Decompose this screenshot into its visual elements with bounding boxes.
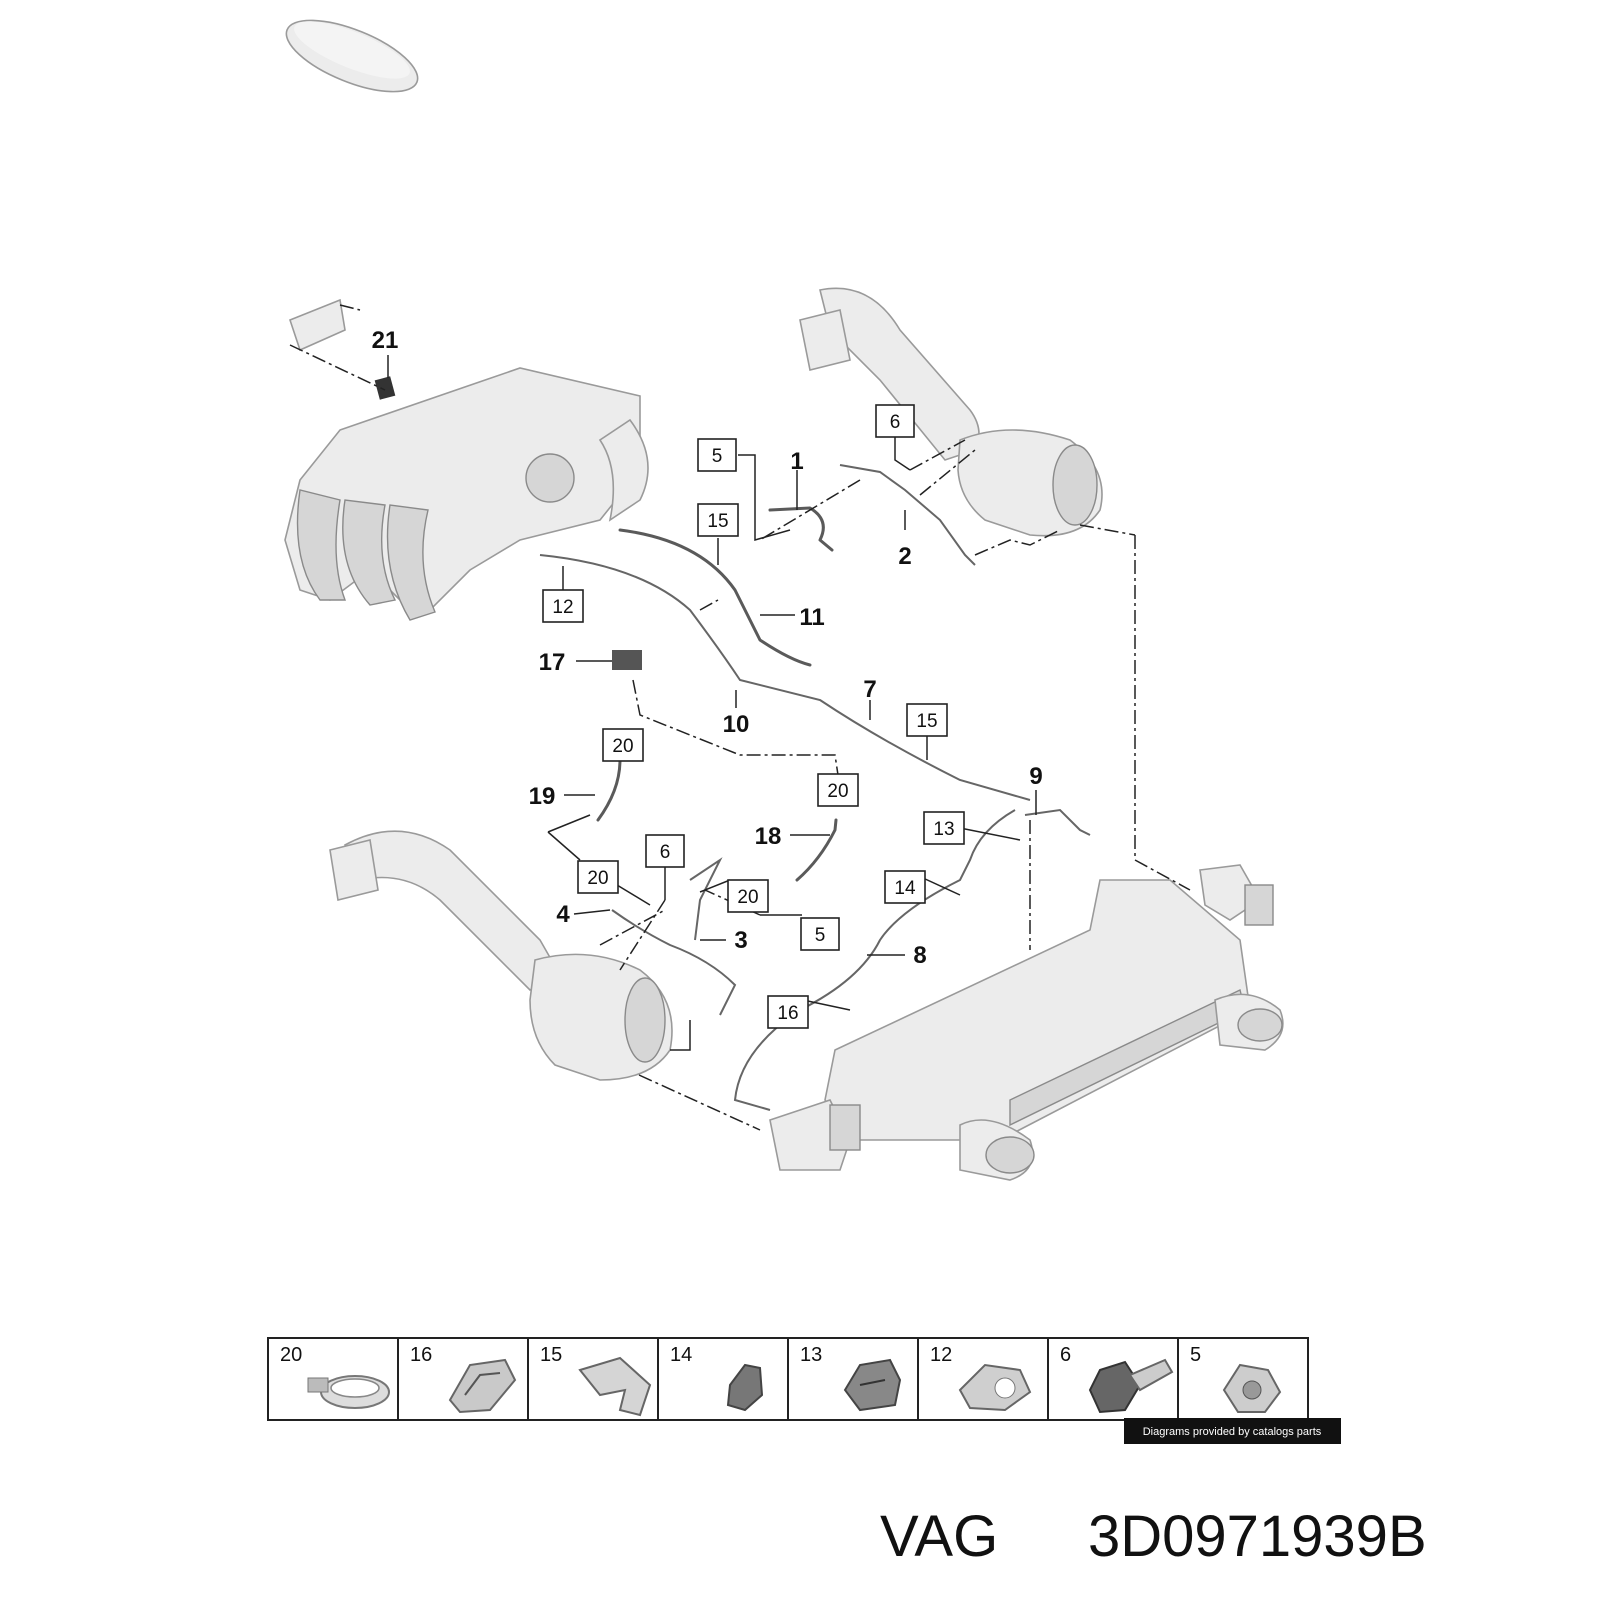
legend-num-6: 6 — [1060, 1344, 1071, 1366]
callout-17: 17 — [539, 649, 566, 676]
boxed-callout-6a: 6 — [875, 404, 915, 438]
boxed-callout-15a: 15 — [697, 503, 739, 537]
stud-bolt-icon — [1088, 1358, 1174, 1414]
legend-num-5: 5 — [1190, 1344, 1201, 1366]
svg-text:20: 20 — [587, 868, 608, 889]
svg-text:15: 15 — [916, 711, 937, 732]
callout-7: 7 — [863, 676, 876, 703]
boxed-callouts: 5 6 15 12 15 20 20 13 6 20 20 14 5 16 — [542, 404, 965, 1029]
boxed-callout-16: 16 — [767, 995, 809, 1029]
boxed-callout-5b: 5 — [800, 917, 840, 951]
callout-9: 9 — [1029, 763, 1042, 790]
part-number-text: 3D0971939B — [1088, 1504, 1427, 1569]
part-number-caption: VAG 3D0971939B — [880, 1504, 1427, 1569]
sensor-lines — [539, 464, 1091, 1111]
svg-text:16: 16 — [777, 1003, 798, 1024]
boxed-callout-14: 14 — [884, 870, 926, 904]
svg-text:Diagrams provided by catalogs: Diagrams provided by catalogs parts — [1143, 1426, 1322, 1438]
legend-strip: 20 16 15 14 13 12 6 5 — [267, 1337, 1309, 1421]
svg-text:5: 5 — [712, 446, 723, 467]
svg-text:6: 6 — [890, 412, 901, 433]
brand-text: VAG — [880, 1504, 998, 1569]
bracket-clip-icon — [578, 1356, 652, 1417]
legend-num-12: 12 — [930, 1344, 952, 1366]
svg-text:5: 5 — [815, 925, 826, 946]
legend-num-13: 13 — [800, 1344, 822, 1366]
callout-19: 19 — [529, 783, 556, 810]
boxed-callout-20a: 20 — [602, 728, 644, 762]
callout-1: 1 — [790, 448, 803, 475]
legend-num-20: 20 — [280, 1344, 302, 1366]
legend-num-16: 16 — [410, 1344, 432, 1366]
svg-text:14: 14 — [894, 878, 916, 899]
callout-18: 18 — [755, 823, 782, 850]
svg-text:20: 20 — [612, 736, 633, 757]
legend-num-15: 15 — [540, 1344, 562, 1366]
upper-catalyst-part — [799, 287, 1103, 537]
boxed-callout-15b: 15 — [906, 703, 948, 737]
boxed-callout-6b: 6 — [645, 834, 685, 868]
hex-nut-icon — [1222, 1363, 1282, 1413]
svg-text:13: 13 — [933, 819, 954, 840]
credit-banner: Diagrams provided by catalogs parts — [1124, 1418, 1341, 1444]
hose-clamp-icon — [307, 1375, 390, 1409]
double-clip-icon — [843, 1358, 902, 1412]
svg-text:20: 20 — [737, 887, 758, 908]
lower-catalyst-part — [329, 830, 673, 1081]
boxed-callout-5a: 5 — [697, 438, 737, 472]
callout-8: 8 — [913, 942, 926, 969]
svg-text:12: 12 — [552, 597, 573, 618]
callout-2: 2 — [898, 543, 911, 570]
callout-3: 3 — [734, 927, 747, 954]
legend-num-14: 14 — [670, 1344, 692, 1366]
sensor-21-part — [374, 376, 396, 400]
svg-text:6: 6 — [660, 842, 671, 863]
boxed-callout-20c: 20 — [577, 860, 619, 894]
pipe-clip-icon — [958, 1363, 1032, 1412]
callout-4: 4 — [556, 901, 570, 928]
intake-manifold-part — [284, 298, 649, 621]
boxed-callout-13: 13 — [923, 811, 965, 845]
bold-callouts: 1 2 3 4 7 8 9 10 11 17 18 19 21 — [372, 327, 1043, 969]
boxed-callout-20b: 20 — [817, 773, 859, 807]
connector-clip-icon — [726, 1363, 764, 1412]
cover-cap-part — [285, 19, 419, 93]
boxed-callout-20d: 20 — [727, 879, 769, 913]
leader-lines — [289, 304, 1191, 1131]
svg-text:20: 20 — [827, 781, 848, 802]
holder-clip-icon — [448, 1358, 517, 1414]
rear-muffler-part — [769, 864, 1284, 1181]
boxed-callout-12: 12 — [542, 589, 584, 623]
callout-11: 11 — [799, 604, 824, 631]
callout-10: 10 — [723, 711, 750, 738]
callout-21: 21 — [372, 327, 399, 354]
svg-text:15: 15 — [707, 511, 728, 532]
